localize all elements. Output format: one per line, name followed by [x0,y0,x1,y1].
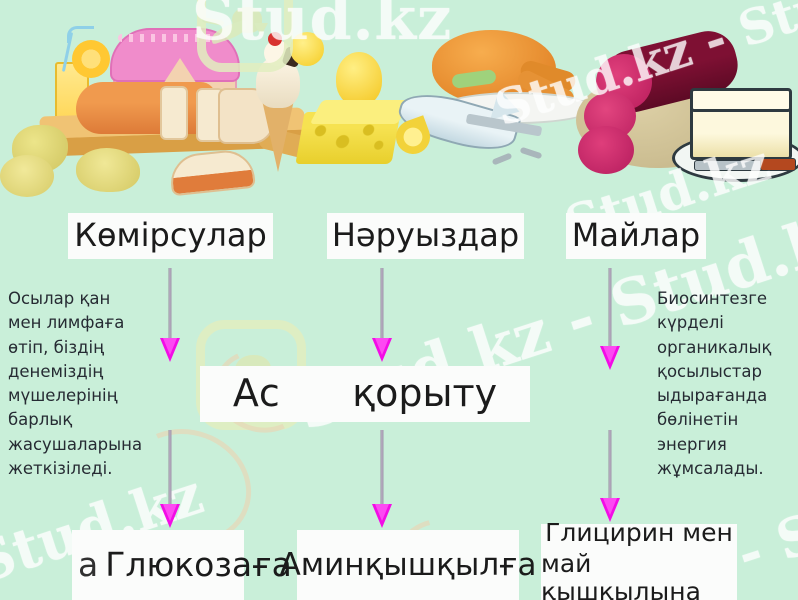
flow-box-amino-acid-label: Аминқышқылға [279,546,537,583]
fish-bone-icon [491,152,513,166]
flow-box-carbohydrates[interactable]: Көмірсулар [68,213,273,259]
orange-slice-icon [72,40,110,78]
annotation-right-line: ыдырағанда [657,386,768,405]
flow-box-digestion-label: Ас қорыту [232,371,498,416]
annotation-left-line: мүшелерінің [8,386,118,405]
flow-box-fats[interactable]: Майлар [566,213,706,259]
flow-arrow-proteins-to-digestion [370,268,394,364]
flow-box-fats-label: Майлар [571,216,701,255]
cheese-top-icon [309,100,411,124]
flow-arrow-digestion-to-amino-acid [370,430,394,530]
flow-box-glucose[interactable]: а Глюкозаға [72,530,292,600]
flow-box-proteins[interactable]: Нәруыздар [327,213,524,259]
annotation-right-line: бөлінетін [657,410,739,430]
fish-bone-icon [519,146,543,160]
flow-arrow-digestion-to-glycerin [598,430,622,526]
annotation-left-line: мен лимфаға [8,313,125,333]
annotation-right-line: жұмсалады. [657,458,764,478]
flow-box-glycerin-line1: Глицирин мен [545,517,733,547]
flow-box-amino-acid[interactable]: Аминқышқылға [280,530,536,600]
flow-arrow-fats-to-digestion [598,268,622,372]
flow-box-glycerin-fatty-acid[interactable]: Глицирин мен май қышқылына [541,518,737,600]
flow-arrow-digestion-to-glucose [158,430,182,530]
annotation-right-line: қосылыстар [657,361,763,381]
annotation-left-line: барлық [8,410,73,430]
annotation-right: Биосинтезге күрделі органикалық қосылыст… [657,287,798,481]
cake-dot-icon [118,34,218,42]
annotation-right-line: Биосинтезге [657,289,768,308]
bread-loaf-icon [76,82,216,134]
annotation-right-line: күрделі [657,313,724,333]
annotation-left-line: денеміздің [8,361,104,381]
bread-slice-icon [160,86,188,140]
ice-cream-cone-icon [262,100,294,172]
potato-icon [0,155,54,197]
flow-box-digestion[interactable]: Ас қорыту [200,366,530,422]
flow-box-carbohydrates-label: Көмірсулар [74,216,267,255]
annotation-left-line: жеткізіледі. [8,458,113,478]
juice-straw-bend-icon [67,26,94,43]
annotation-right-line: энергия [657,434,727,454]
cheese-holes-icon [304,120,392,156]
flow-box-proteins-label: Нәруыздар [331,216,520,255]
annotation-left-line: Осылар қан [8,289,111,308]
balloon-icon [290,32,324,66]
salami-slice-icon [578,126,634,174]
balloon-icon [336,52,382,106]
flow-box-glucose-label: Глюкозаға [105,544,292,584]
butter-knife-icon [694,160,770,171]
cherry-icon [268,32,282,46]
annotation-right-line: органикалық [657,337,772,357]
potato-icon [76,148,140,192]
flow-arrow-carbohydrates-to-digestion [158,268,182,364]
annotation-left-line: жасушаларына [8,434,143,454]
butter-top-icon [690,88,792,112]
annotation-left: Осылар қан мен лимфаға өтіп, біздің дене… [8,287,158,481]
flow-box-glucose-prefix: а [78,544,99,584]
annotation-left-line: өтіп, біздің [8,337,104,357]
butter-knife-handle-icon [760,158,796,171]
flow-box-glycerin-line2: май қышқылына [541,548,701,600]
bread-sandwich-icon [168,147,256,197]
food-illustration [0,0,798,200]
